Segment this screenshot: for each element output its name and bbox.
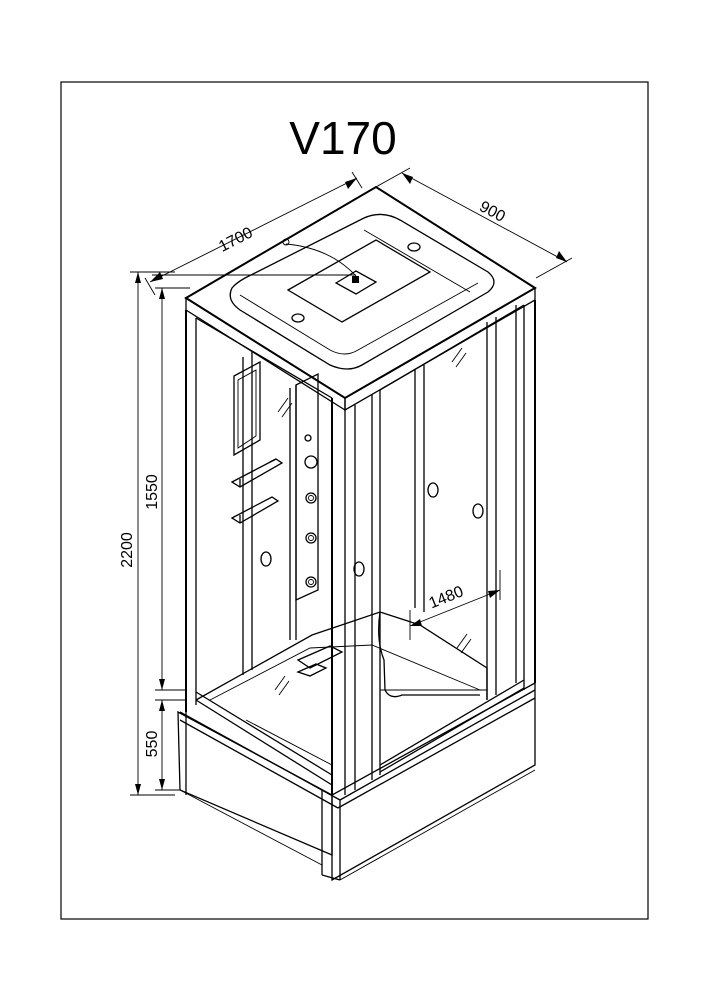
dimension-total-height: 2200 [119,271,175,796]
shelves [230,458,284,524]
door-handles [260,482,484,577]
model-title: V170 [289,112,396,164]
drawing-frame [60,81,649,920]
dimension-depth: 900 [373,167,573,279]
dimension-length-label: 1700 [216,224,256,255]
shower-tray [195,611,488,766]
dimension-cabin-height-label: 1550 [144,474,161,510]
dimension-total-height-label: 2200 [119,532,136,568]
cabin-base [177,681,536,882]
dimension-cabin-height: 1550 [144,287,190,691]
cabin-frame [185,300,536,795]
dimension-inner-diagonal-label: 1480 [427,583,466,612]
dimension-length: 1700 [144,171,363,296]
dimension-base-height-label: 550 [144,731,161,758]
dimension-base-height: 550 [144,699,185,791]
glass-reflections [274,347,472,696]
cabin-roof [152,185,537,412]
control-panel [233,360,319,602]
